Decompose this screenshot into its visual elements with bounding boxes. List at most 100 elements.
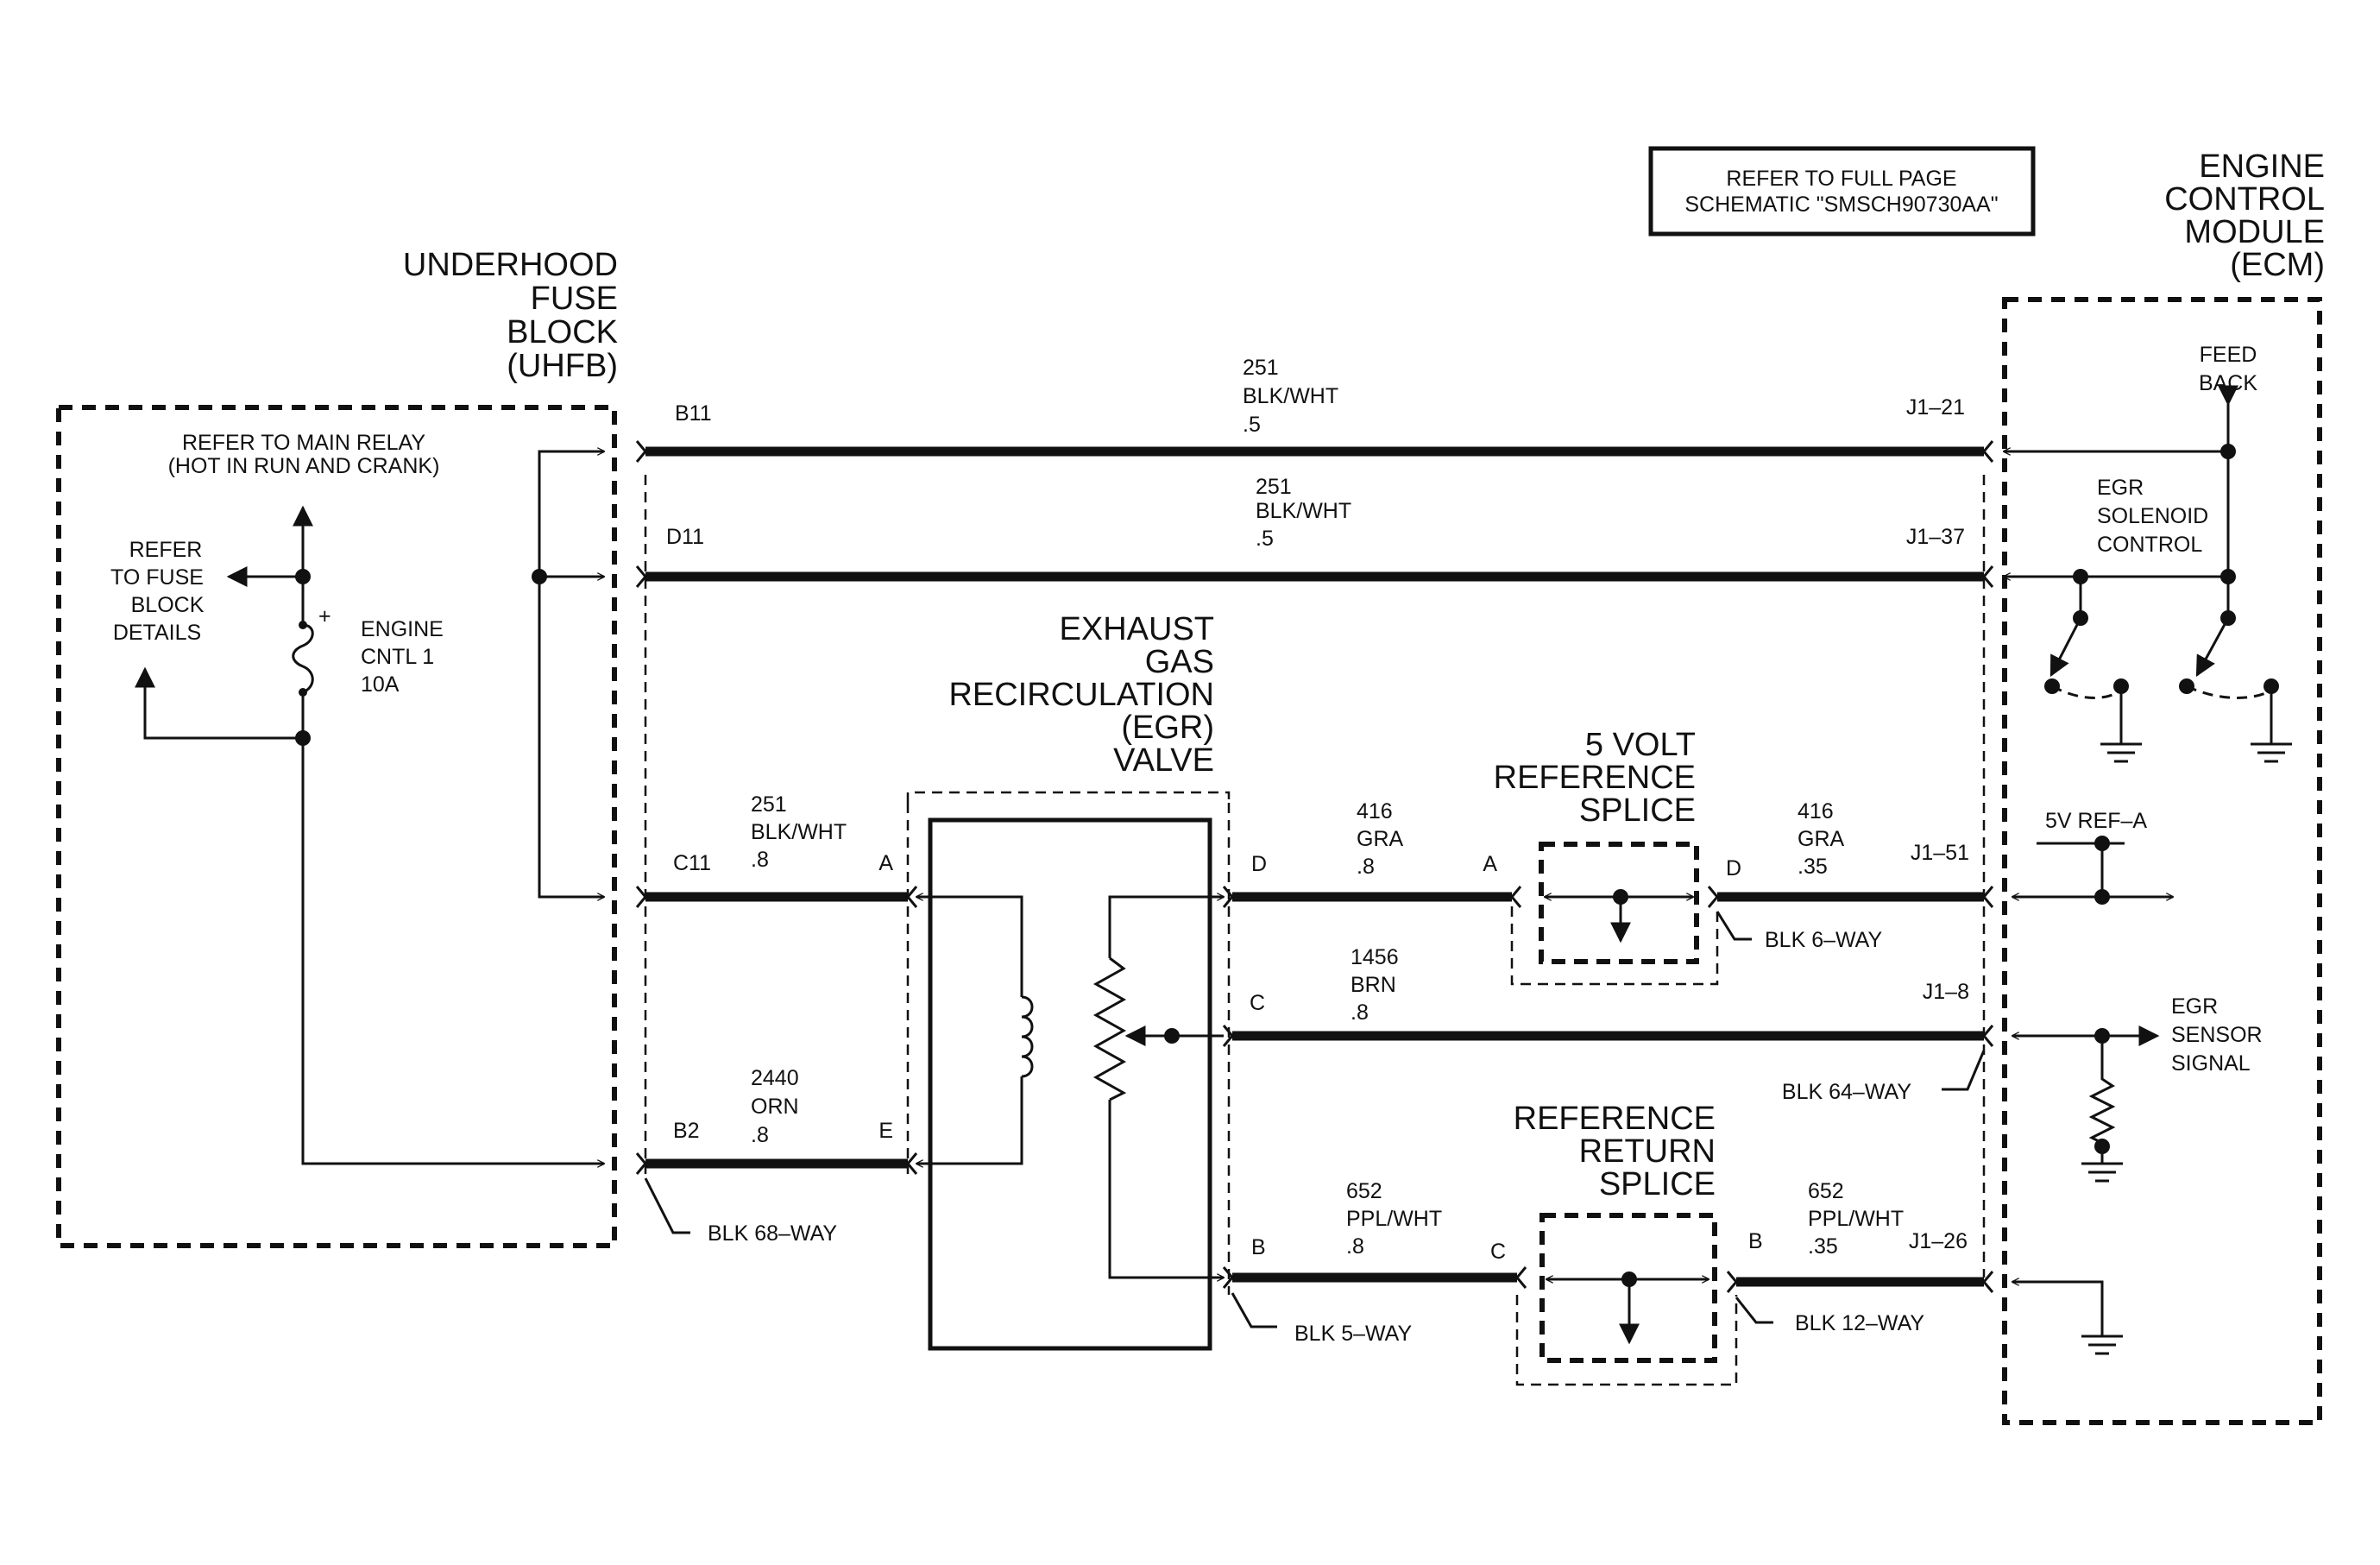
egr-title-1: EXHAUST xyxy=(1060,611,1214,647)
wire-1-color: BLK/WHT xyxy=(1243,384,1338,408)
splice-5v-title-3: SPLICE xyxy=(1579,792,1696,829)
splice-ret-box xyxy=(1539,1213,1717,1363)
pullup-resistor-icon xyxy=(2088,1036,2116,1146)
wire-6-circuit: 1456 xyxy=(1351,945,1399,969)
splice-ret-bracket xyxy=(1515,1295,1738,1386)
ecm-title-3: MODULE xyxy=(2184,214,2325,250)
splice-5v-title-2: REFERENCE xyxy=(1494,760,1696,796)
wire-5a-gauge: .8 xyxy=(1357,855,1375,879)
wire-2-color: BLK/WHT xyxy=(1256,499,1351,523)
ecm-boundary xyxy=(2002,297,2322,1425)
fuse-ref-2: TO FUSE xyxy=(110,565,204,590)
junction-dot xyxy=(295,569,311,584)
bus-b11-c11 xyxy=(538,451,604,897)
return-ground-line xyxy=(2012,1282,2104,1336)
splice-5v-pin-d: D xyxy=(1726,856,1741,880)
underhood-fuse-block: UNDERHOOD FUSE BLOCK (UHFB) REFER TO MAI… xyxy=(56,247,618,1248)
ground-icon xyxy=(2251,742,2292,763)
fuse-ref-3: BLOCK xyxy=(131,593,205,617)
sensor-label-1: EGR xyxy=(2171,994,2218,1019)
uhfb-title-2: FUSE xyxy=(531,281,618,317)
splice-5v-pin-a: A xyxy=(1483,852,1497,876)
connector-pin-icon xyxy=(1222,1025,1994,1047)
pin-d11: D11 xyxy=(666,525,704,549)
pin-j1-51: J1–51 xyxy=(1911,841,1969,865)
switch-2-icon xyxy=(2195,617,2230,678)
fuse-terminal xyxy=(299,621,307,629)
ground-icon xyxy=(2100,742,2142,763)
egr-pin-e: E xyxy=(878,1119,893,1143)
egr-title-2: GAS xyxy=(1145,644,1214,680)
ground-icon xyxy=(2081,1162,2123,1183)
coil-lead xyxy=(916,897,1023,997)
egr-pin-c: C xyxy=(1250,991,1265,1015)
wire-7b-circuit: 652 xyxy=(1808,1179,1844,1203)
splice-5v-box xyxy=(1539,842,1699,964)
wire-2-circuit: 251 xyxy=(1256,475,1292,499)
switch-link xyxy=(2051,685,2122,699)
ecm-64-way-label: BLK 64–WAY xyxy=(1782,1080,1911,1104)
wire-4-gauge: .8 xyxy=(751,1123,769,1147)
wire-7b-color: PPL/WHT xyxy=(1808,1207,1904,1231)
uhfb-title-3: BLOCK xyxy=(507,314,618,350)
connector-pin-icon xyxy=(635,1152,918,1175)
fuse-icon xyxy=(292,623,314,694)
egr-connector-edges xyxy=(906,803,1231,1295)
switch-link xyxy=(2186,685,2272,699)
wire-7a-color: PPL/WHT xyxy=(1346,1207,1442,1231)
egr-valve-body xyxy=(928,817,1212,1351)
fuse-plus: + xyxy=(318,604,331,628)
solenoid-label-3: CONTROL xyxy=(2097,533,2202,557)
wire-6-gauge: .8 xyxy=(1351,1000,1369,1025)
leader-line xyxy=(1735,1297,1773,1324)
splice-ret-title-2: RETURN xyxy=(1579,1133,1716,1170)
egr-title-4: (EGR) xyxy=(1121,710,1214,746)
pin-b2: B2 xyxy=(673,1119,700,1143)
junction-dot xyxy=(2220,444,2236,459)
solenoid-label-2: SOLENOID xyxy=(2097,504,2208,528)
wire-5b-circuit: 416 xyxy=(1798,799,1834,824)
wire-4-circuit: 2440 xyxy=(751,1066,799,1090)
wire-4-color: ORN xyxy=(751,1095,799,1119)
junction-dot xyxy=(295,730,311,746)
solenoid-label-1: EGR xyxy=(2097,476,2144,500)
pot-return xyxy=(1108,1100,1224,1278)
sensor-label-2: SENSOR xyxy=(2171,1023,2263,1047)
switch-1-icon xyxy=(2049,617,2082,678)
5v-reference-splice: 5 VOLT REFERENCE SPLICE xyxy=(1494,727,1719,986)
ecm-12-way-label: BLK 12–WAY xyxy=(1795,1311,1924,1335)
wire-3-circuit: 251 xyxy=(751,792,787,817)
fuse-ref-1: REFER xyxy=(129,538,203,562)
ecm-title-1: ENGINE xyxy=(2199,148,2325,185)
wire-3-color: BLK/WHT xyxy=(751,820,847,844)
splice-5v-connector-label: BLK 6–WAY xyxy=(1765,928,1882,952)
egr-pin-d: D xyxy=(1251,852,1267,876)
sensor-label-3: SIGNAL xyxy=(2171,1051,2251,1076)
relay-ref-1: REFER TO MAIN RELAY xyxy=(182,431,425,455)
pin-j1-8: J1–8 xyxy=(1923,980,1969,1004)
splice-ret-pin-c: C xyxy=(1490,1240,1506,1264)
wire-5a-color: GRA xyxy=(1357,827,1404,851)
wire-6-color: BRN xyxy=(1351,973,1396,997)
wire-5b-color: GRA xyxy=(1798,827,1845,851)
connector-pin-icon xyxy=(1222,1266,1527,1289)
pin-c11: C11 xyxy=(673,851,711,875)
pin-j1-21: J1–21 xyxy=(1906,395,1965,420)
connector-pin-icon xyxy=(1707,886,1994,908)
pin-j1-37: J1–37 xyxy=(1906,525,1965,549)
splice-5v-title-1: 5 VOLT xyxy=(1585,727,1696,763)
egr-title-5: VALVE xyxy=(1113,742,1214,779)
connector-pin-icon xyxy=(635,440,1994,463)
uhfb-boundary xyxy=(56,405,617,1248)
uhfb-connector-label: BLK 68–WAY xyxy=(708,1221,837,1246)
leader-line xyxy=(644,1177,690,1234)
egr-connector-label: BLK 5–WAY xyxy=(1294,1322,1412,1346)
feedback-label-1: FEED xyxy=(2200,343,2257,367)
note-line-2: SCHEMATIC "SMSCH90730AA" xyxy=(1684,192,1998,217)
harness: B11 J1–21 251 BLK/WHT .5 D11 J1–37 251 B… xyxy=(635,356,1994,1346)
wire-7b-gauge: .35 xyxy=(1808,1234,1838,1259)
feed-b2 xyxy=(301,738,604,1164)
feedback-line xyxy=(2004,404,2228,451)
junction-dot xyxy=(1164,1028,1180,1044)
